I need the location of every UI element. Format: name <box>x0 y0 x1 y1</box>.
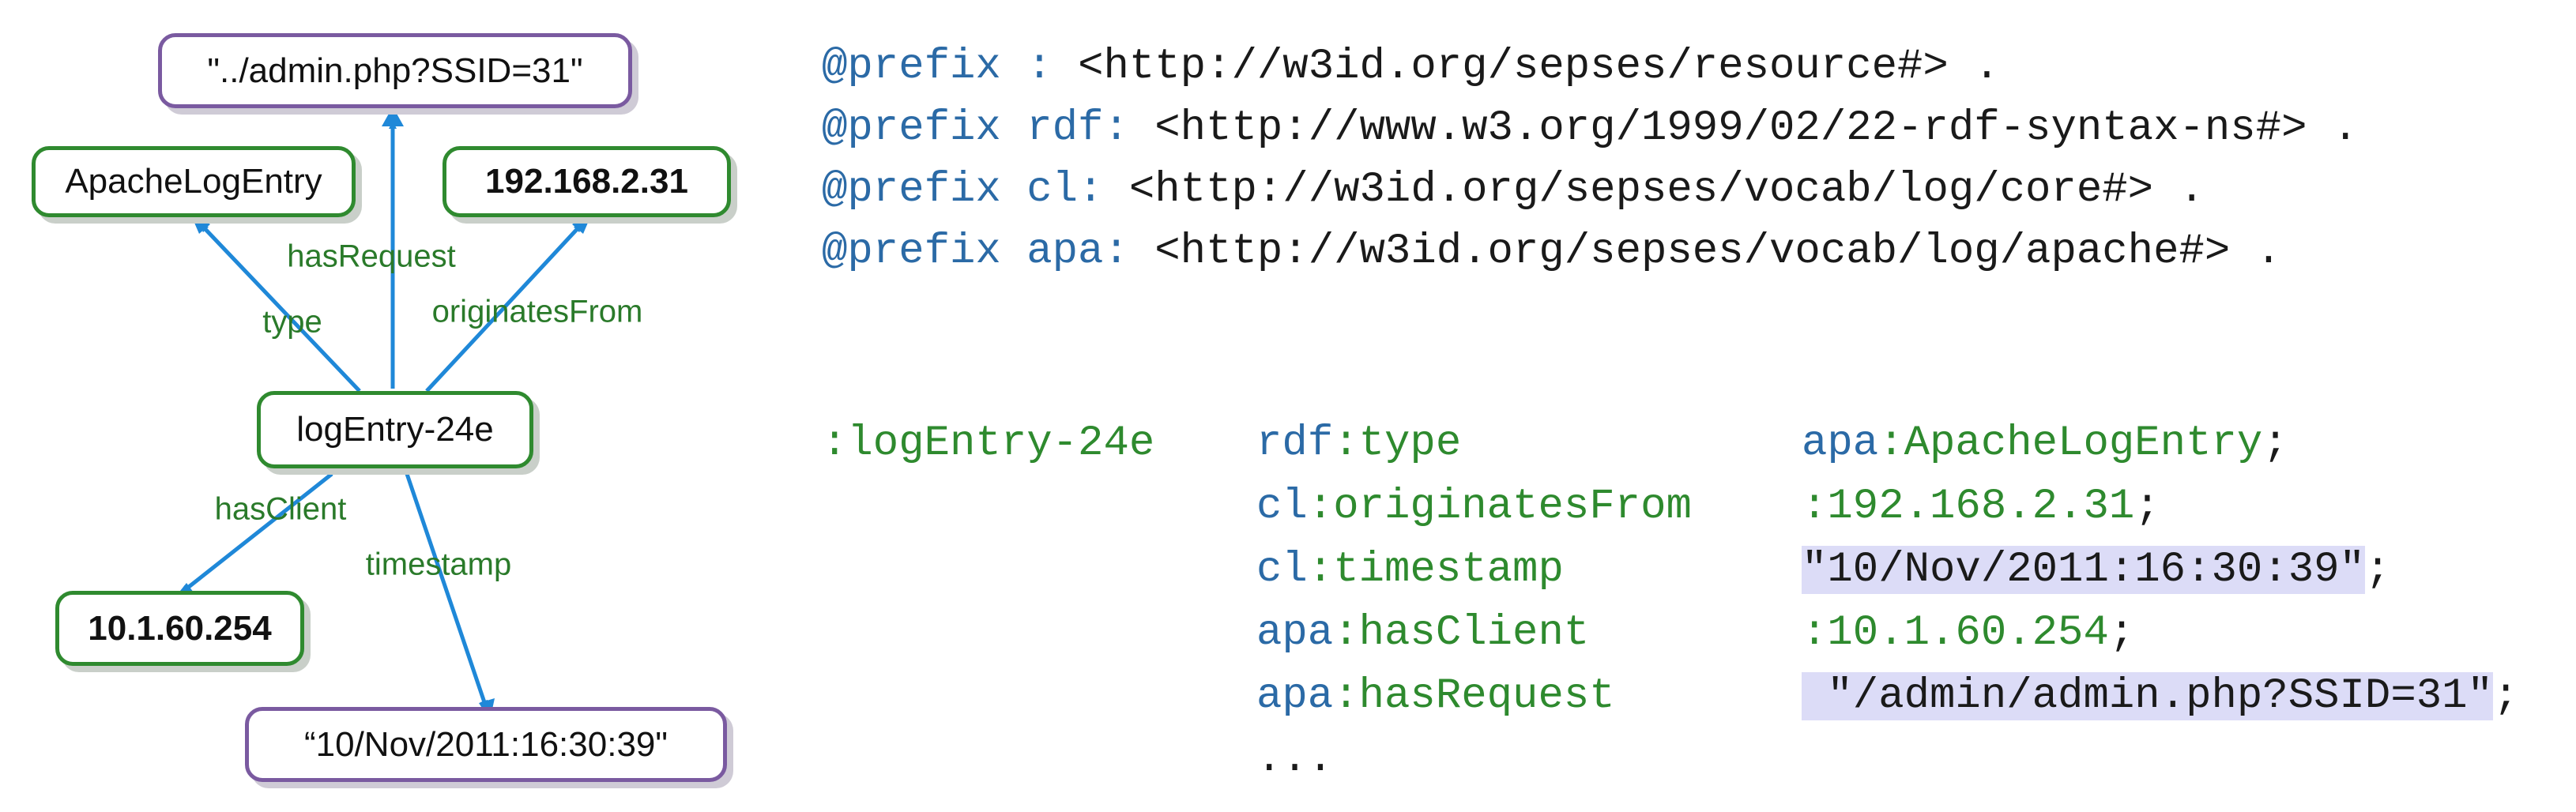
prefix-name: : <box>1026 43 1053 91</box>
triple-end: ; <box>2492 672 2519 720</box>
prefix-name: rdf: <box>1026 104 1129 152</box>
prefix-end: . <box>2179 166 2205 214</box>
prefix-line: @prefix rdf: <http://www.w3.org/1999/02/… <box>822 107 2358 150</box>
prefix-line: @prefix : <http://w3id.org/sepses/resour… <box>822 46 2000 88</box>
prefix-end: . <box>2332 104 2359 152</box>
object-prefix: apa <box>1802 419 1879 468</box>
triple-predicate: cl:timestamp <box>1256 549 1564 592</box>
object-value: :ApacheLogEntry <box>1878 419 2263 468</box>
predicate-name: :timestamp <box>1307 546 1564 594</box>
predicate-prefix: cl <box>1256 483 1308 531</box>
edge-hasClient <box>180 472 333 594</box>
predicate-name: :hasClient <box>1333 609 1590 657</box>
node-request-literal: "../admin.php?SSID=31" <box>158 33 632 108</box>
triple-object: apa:ApacheLogEntry; <box>1802 423 2288 465</box>
triple-object: :10.1.60.254; <box>1802 612 2134 655</box>
node-ip-origin: 192.168.2.31 <box>443 146 731 217</box>
edge-label-type: type <box>262 304 322 340</box>
triple-end: ; <box>2262 419 2288 468</box>
predicate-prefix: apa <box>1256 609 1334 657</box>
triple-predicate: cl:originatesFrom <box>1256 486 1692 528</box>
triple-predicate: apa:hasRequest <box>1256 675 1615 718</box>
object-value: :192.168.2.31 <box>1802 483 2135 531</box>
edge-originatesFrom <box>425 224 582 393</box>
triple-end: ; <box>2364 546 2391 594</box>
prefix-iri: <http://w3id.org/sepses/vocab/log/core#> <box>1128 166 2154 214</box>
triple-end: ; <box>2108 609 2135 657</box>
edge-label-originatesFrom: originatesFrom <box>431 294 643 329</box>
triple-object: "10/Nov/2011:16:30:39"; <box>1802 546 2391 594</box>
node-timestamp-literal: “10/Nov/2011:16:30:39" <box>245 707 727 782</box>
node-log-entry: logEntry-24e <box>257 391 533 468</box>
predicate-prefix: apa <box>1256 672 1334 720</box>
prefix-iri: <http://www.w3.org/1999/02/22-rdf-syntax… <box>1154 104 2307 152</box>
triple-end: ; <box>2134 483 2160 531</box>
predicate-name: :type <box>1333 419 1462 468</box>
prefix-line: @prefix apa: <http://w3id.org/sepses/voc… <box>822 231 2281 273</box>
edge-label-hasRequest: hasRequest <box>287 239 456 274</box>
edge-label-timestamp: timestamp <box>365 547 512 582</box>
prefix-keyword: @prefix <box>822 227 1001 276</box>
triple-predicate: apa:hasClient <box>1256 612 1589 655</box>
prefix-iri: <http://w3id.org/sepses/vocab/log/apache… <box>1154 227 2231 276</box>
object-value: :10.1.60.254 <box>1802 609 2109 657</box>
prefix-keyword: @prefix <box>822 43 1001 91</box>
predicate-prefix: rdf <box>1256 419 1334 468</box>
prefix-end: . <box>2255 227 2282 276</box>
triple-object: :192.168.2.31; <box>1802 486 2160 528</box>
prefix-end: . <box>1974 43 2000 91</box>
predicate-name: :originatesFrom <box>1307 483 1692 531</box>
object-value-highlighted: "10/Nov/2011:16:30:39" <box>1802 546 2365 594</box>
edge-label-hasClient: hasClient <box>214 491 347 527</box>
triple-object: "/admin/admin.php?SSID=31"; <box>1802 672 2519 720</box>
prefix-name: apa: <box>1026 227 1129 276</box>
prefix-name: cl: <box>1026 166 1104 214</box>
turtle-subject: :logEntry-24e <box>822 419 1155 468</box>
prefix-line: @prefix cl: <http://w3id.org/sepses/voca… <box>822 169 2205 212</box>
node-apache-log-entry: ApacheLogEntry <box>32 146 356 217</box>
node-client: 10.1.60.254 <box>55 591 304 666</box>
triple-predicate: rdf:type <box>1256 423 1461 465</box>
edge-type <box>200 224 361 393</box>
predicate-name: :hasRequest <box>1333 672 1615 720</box>
prefix-keyword: @prefix <box>822 104 1001 152</box>
object-value-highlighted: "/admin/admin.php?SSID=31" <box>1802 672 2493 720</box>
prefix-iri: <http://w3id.org/sepses/resource#> <box>1078 43 1949 91</box>
ellipsis: ... <box>1256 735 1334 784</box>
prefix-keyword: @prefix <box>822 166 1001 214</box>
edge-timestamp <box>405 473 488 709</box>
predicate-prefix: cl <box>1256 546 1308 594</box>
